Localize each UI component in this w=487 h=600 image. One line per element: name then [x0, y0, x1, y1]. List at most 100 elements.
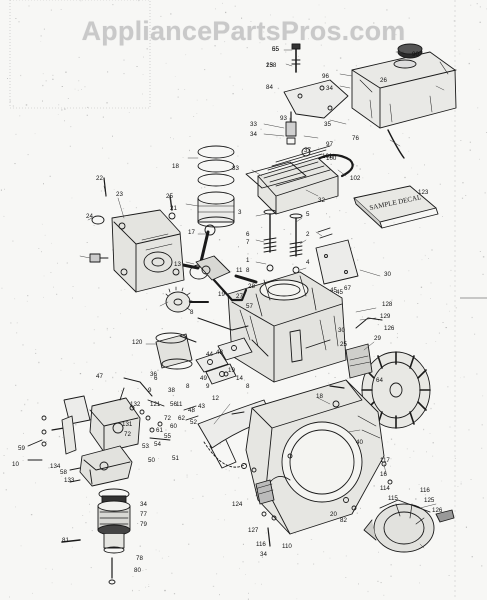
- noise-speck: [45, 80, 47, 82]
- noise-speck: [318, 147, 319, 149]
- noise-speck: [408, 137, 410, 139]
- noise-speck: [84, 86, 86, 88]
- noise-speck: [433, 403, 435, 405]
- noise-speck: [373, 356, 375, 357]
- callout-label: 55: [272, 46, 279, 53]
- callout-label: 8: [190, 309, 194, 316]
- noise-speck: [132, 576, 134, 577]
- noise-speck: [325, 124, 327, 126]
- callout-label: 34: [140, 501, 147, 508]
- noise-speck: [437, 510, 439, 512]
- noise-speck: [23, 432, 24, 434]
- blower-housing: [245, 379, 385, 535]
- noise-speck: [16, 322, 18, 324]
- noise-speck: [445, 327, 447, 329]
- noise-speck: [391, 299, 393, 301]
- callout-label: 36: [150, 371, 157, 378]
- noise-speck: [461, 197, 464, 199]
- noise-speck: [378, 320, 379, 321]
- noise-speck: [277, 87, 280, 90]
- callout-label: 22: [96, 175, 103, 182]
- noise-speck: [408, 270, 410, 272]
- noise-speck: [382, 257, 385, 259]
- noise-speck: [442, 322, 444, 323]
- noise-speck: [351, 238, 353, 240]
- noise-speck: [481, 424, 483, 426]
- noise-speck: [424, 254, 426, 257]
- cylinder-block: [227, 271, 347, 383]
- noise-speck: [339, 210, 341, 212]
- noise-speck: [471, 556, 473, 558]
- noise-speck: [415, 498, 417, 500]
- noise-speck: [27, 154, 29, 156]
- callout-label: 25: [340, 341, 347, 348]
- noise-speck: [42, 84, 44, 87]
- noise-speck: [242, 88, 243, 90]
- noise-speck: [315, 375, 317, 378]
- callout-label: 67: [344, 285, 351, 292]
- callout-label: 10: [12, 461, 19, 468]
- noise-speck: [373, 22, 375, 24]
- noise-speck: [168, 556, 170, 557]
- camshaft-gear: [165, 286, 209, 313]
- noise-speck: [89, 31, 91, 32]
- noise-speck: [74, 451, 76, 453]
- cylinder-head: [257, 145, 339, 215]
- callout-label: 58: [60, 469, 67, 476]
- noise-speck: [270, 14, 271, 16]
- noise-speck: [145, 586, 146, 588]
- noise-speck: [228, 470, 230, 472]
- noise-speck: [86, 361, 88, 363]
- callout-label: 17: [188, 229, 195, 236]
- noise-speck: [50, 9, 52, 11]
- noise-speck: [237, 375, 239, 377]
- noise-speck: [174, 76, 176, 77]
- noise-speck: [148, 447, 150, 448]
- callout-label: 102: [350, 175, 361, 182]
- fuel-tank: [351, 43, 457, 129]
- noise-speck: [136, 66, 138, 67]
- noise-speck: [289, 23, 290, 25]
- callout-label: 19: [228, 367, 235, 374]
- noise-speck: [9, 596, 10, 598]
- noise-speck: [75, 424, 77, 426]
- noise-speck: [12, 240, 14, 242]
- noise-speck: [53, 286, 54, 288]
- noise-speck: [91, 530, 93, 532]
- noise-speck: [124, 289, 126, 290]
- noise-speck: [98, 287, 100, 289]
- callout-label: 18: [172, 163, 179, 170]
- noise-speck: [3, 455, 5, 456]
- noise-speck: [383, 594, 385, 596]
- noise-speck: [244, 379, 245, 381]
- noise-speck: [85, 30, 88, 32]
- noise-speck: [123, 73, 125, 75]
- noise-speck: [123, 59, 125, 61]
- noise-speck: [242, 561, 244, 563]
- noise-speck: [127, 162, 129, 165]
- noise-speck: [186, 476, 188, 478]
- noise-speck: [432, 442, 434, 444]
- noise-speck: [15, 506, 16, 508]
- callout-label: 84: [266, 84, 273, 91]
- noise-speck: [142, 570, 144, 571]
- callout-label: 96: [322, 73, 329, 80]
- noise-speck: [184, 430, 187, 432]
- noise-speck: [390, 564, 392, 566]
- callout-label: 78: [136, 555, 143, 562]
- noise-speck: [60, 369, 62, 371]
- noise-speck: [292, 263, 294, 265]
- noise-speck: [100, 190, 102, 192]
- breather-cover: [315, 227, 359, 285]
- noise-speck: [112, 4, 114, 6]
- noise-speck: [84, 306, 86, 307]
- noise-speck: [57, 262, 58, 264]
- noise-speck: [50, 272, 52, 273]
- noise-speck: [245, 574, 246, 575]
- crankshaft: [176, 255, 258, 302]
- noise-speck: [237, 145, 239, 147]
- callout-label: 126: [432, 507, 443, 514]
- noise-speck: [390, 438, 393, 440]
- noise-speck: [224, 519, 225, 521]
- noise-speck: [257, 252, 258, 255]
